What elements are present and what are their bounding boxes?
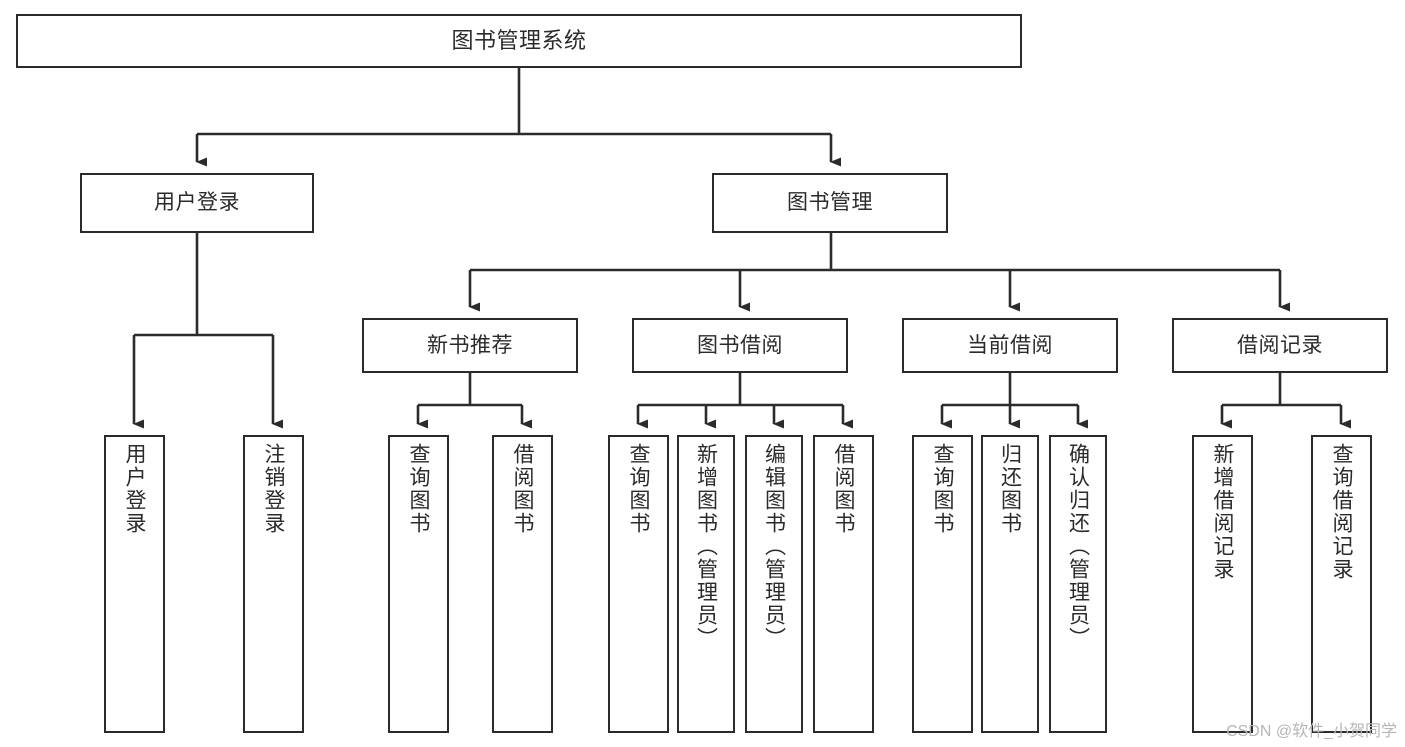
- node-book-management[interactable]: 图书管理: [712, 173, 948, 233]
- node-book-borrow[interactable]: 图书借阅: [632, 318, 848, 373]
- leaf-query-book-borrow[interactable]: 查询图书: [608, 435, 669, 733]
- node-label: 用户登录: [123, 443, 146, 535]
- node-label: 新增借阅记录: [1211, 443, 1234, 581]
- node-label: 图书借阅: [697, 333, 783, 357]
- node-label: 图书管理: [787, 191, 873, 215]
- node-label: 查询借阅记录: [1330, 443, 1353, 581]
- node-current-borrow[interactable]: 当前借阅: [902, 318, 1118, 373]
- leaf-add-book-admin[interactable]: 新增图书（管理员）: [677, 435, 735, 733]
- node-label: 图书管理系统: [451, 27, 587, 53]
- leaf-borrow-book[interactable]: 借阅图书: [813, 435, 874, 733]
- leaf-query-book-current[interactable]: 查询图书: [912, 435, 973, 733]
- leaf-query-book-recommend[interactable]: 查询图书: [388, 435, 449, 733]
- node-root-system[interactable]: 图书管理系统: [16, 14, 1022, 68]
- node-label: 借阅图书: [832, 443, 855, 535]
- node-label: 查询图书: [931, 443, 954, 535]
- node-label: 查询图书: [407, 443, 430, 535]
- leaf-user-logout[interactable]: 注销登录: [243, 435, 304, 733]
- node-borrow-records[interactable]: 借阅记录: [1172, 318, 1388, 373]
- node-label: 当前借阅: [967, 333, 1053, 357]
- node-label: 借阅图书: [511, 443, 534, 535]
- leaf-query-borrow-record[interactable]: 查询借阅记录: [1311, 435, 1372, 733]
- leaf-add-borrow-record[interactable]: 新增借阅记录: [1192, 435, 1253, 733]
- node-label: 确认归还（管理员）: [1066, 443, 1090, 650]
- leaf-confirm-return-admin[interactable]: 确认归还（管理员）: [1049, 435, 1107, 733]
- node-new-book-recommend[interactable]: 新书推荐: [362, 318, 578, 373]
- node-label: 归还图书: [998, 443, 1022, 535]
- node-user-login[interactable]: 用户登录: [80, 173, 314, 233]
- leaf-user-login[interactable]: 用户登录: [104, 435, 165, 733]
- node-label: 借阅记录: [1237, 333, 1323, 357]
- leaf-return-book[interactable]: 归还图书: [981, 435, 1039, 733]
- node-label: 编辑图书（管理员）: [762, 443, 786, 650]
- leaf-borrow-book-recommend[interactable]: 借阅图书: [492, 435, 553, 733]
- node-label: 注销登录: [262, 443, 285, 535]
- node-label: 新增图书（管理员）: [694, 443, 718, 650]
- node-label: 查询图书: [627, 443, 650, 535]
- leaf-edit-book-admin[interactable]: 编辑图书（管理员）: [745, 435, 803, 733]
- node-label: 用户登录: [154, 191, 240, 215]
- csdn-watermark: CSDN @软件_小贺同学: [1226, 723, 1397, 740]
- node-label: 新书推荐: [427, 333, 513, 357]
